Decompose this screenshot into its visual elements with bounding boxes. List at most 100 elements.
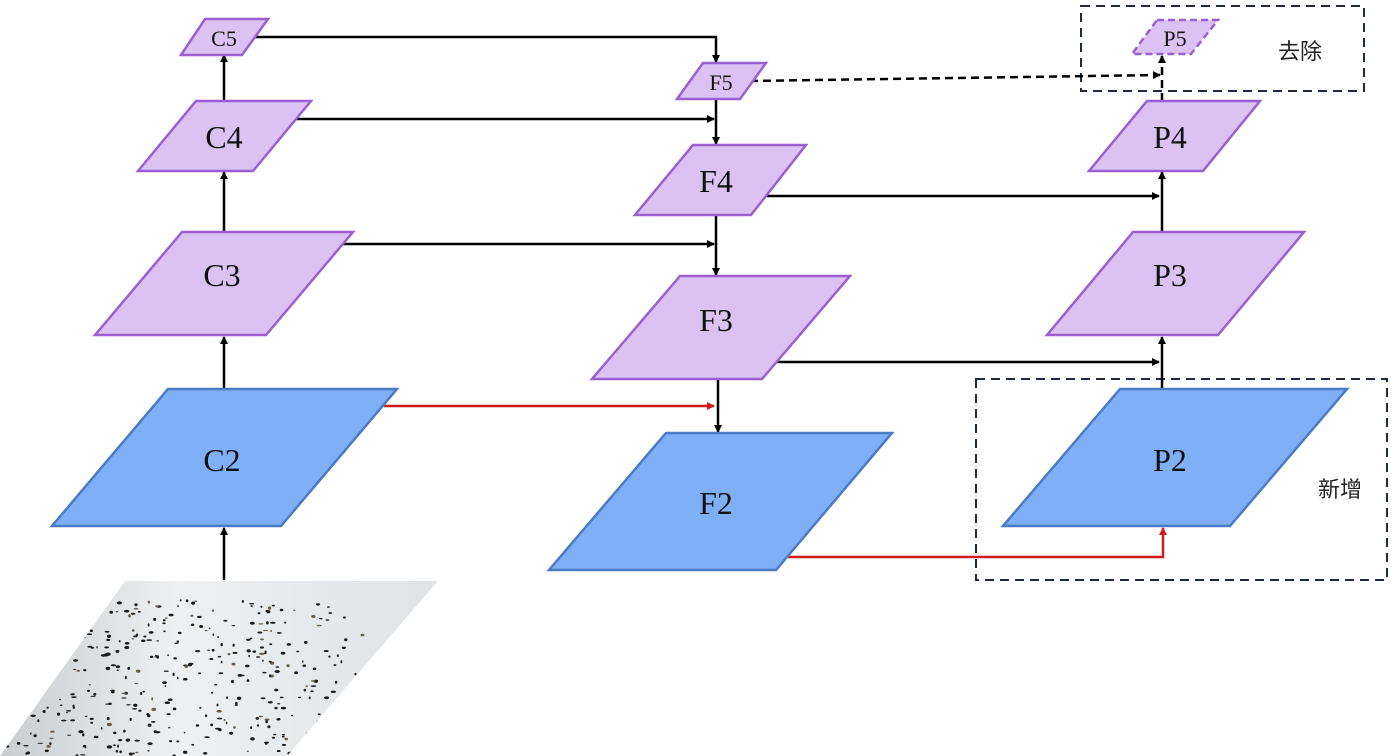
- insect-speck: [324, 743, 327, 747]
- insect-speck: [190, 614, 194, 617]
- insect-speck: [303, 688, 306, 692]
- insect-speck: [61, 719, 67, 722]
- insect-speck: [198, 672, 202, 675]
- insect-speck: [90, 721, 94, 724]
- insect-speck: [273, 733, 277, 736]
- insect-speck: [29, 732, 32, 735]
- insect-speck: [106, 716, 110, 721]
- insect-speck: [281, 735, 285, 738]
- insect-speck: [136, 633, 139, 637]
- insect-speck: [211, 648, 215, 652]
- insect-speck: [74, 616, 78, 618]
- insect-speck: [263, 652, 267, 655]
- insect-speck: [147, 723, 152, 727]
- insect-speck: [73, 633, 76, 637]
- insect-speck: [86, 622, 91, 624]
- insect-speck: [24, 644, 27, 647]
- insect-speck: [177, 631, 182, 635]
- insect-speck: [82, 733, 85, 737]
- insect-speck: [72, 637, 78, 640]
- insect-speck: [354, 672, 357, 676]
- insect-speck: [167, 698, 173, 701]
- insect-speck: [28, 646, 32, 648]
- insect-speck: [267, 701, 273, 704]
- insect-speck: [216, 709, 222, 713]
- insect-speck: [106, 745, 113, 749]
- insect-speck: [246, 750, 249, 753]
- insect-speck: [291, 714, 294, 717]
- insect-speck: [73, 668, 76, 671]
- insect-speck: [277, 703, 281, 705]
- insect-speck: [164, 617, 168, 619]
- insect-speck: [172, 754, 176, 756]
- insect-speck: [270, 629, 273, 633]
- insect-speck: [271, 604, 275, 607]
- insect-speck: [191, 743, 195, 746]
- insect-speck: [133, 607, 139, 610]
- insect-speck: [70, 693, 75, 696]
- insect-speck: [86, 633, 93, 635]
- insect-speck: [27, 634, 32, 638]
- insect-speck: [26, 751, 30, 755]
- node-f3-label: F3: [699, 302, 733, 338]
- insect-speck: [316, 624, 322, 627]
- insect-speck: [128, 614, 131, 618]
- insect-speck: [80, 636, 86, 639]
- arrow-c5-f5: [254, 35, 720, 63]
- insect-speck: [190, 623, 195, 627]
- insect-speck: [216, 703, 219, 707]
- insect-speck: [137, 610, 141, 613]
- insect-speck: [248, 654, 250, 658]
- insect-speck: [326, 606, 330, 608]
- insect-speck: [151, 707, 157, 712]
- insect-speck: [318, 617, 323, 620]
- insect-speck: [118, 739, 123, 742]
- insect-speck: [76, 669, 80, 672]
- added-label: 新增: [1318, 478, 1362, 503]
- insect-speck: [124, 642, 130, 645]
- insect-speck: [78, 730, 84, 734]
- insect-speck: [2, 637, 6, 641]
- insect-speck: [211, 609, 215, 612]
- insect-speck: [258, 715, 264, 718]
- insect-speck: [183, 750, 188, 754]
- insect-speck: [126, 704, 131, 706]
- insect-speck: [266, 610, 271, 614]
- insect-speck: [22, 694, 27, 696]
- insect-speck: [284, 621, 287, 624]
- insect-speck: [176, 740, 180, 743]
- insect-speck: [279, 608, 284, 612]
- insect-speck: [163, 630, 166, 633]
- insect-speck: [46, 706, 49, 709]
- insect-speck: [336, 654, 339, 657]
- insect-speck: [235, 701, 238, 706]
- insect-speck: [143, 635, 147, 638]
- insect-speck: [162, 622, 166, 625]
- insect-speck: [35, 657, 41, 660]
- insect-speck: [334, 680, 338, 684]
- insect-speck: [146, 639, 153, 641]
- insect-speck: [199, 707, 202, 709]
- insect-speck: [83, 669, 87, 672]
- insect-speck: [92, 602, 98, 605]
- insect-speck: [344, 638, 348, 642]
- insect-speck: [33, 621, 38, 624]
- insect-speck: [345, 745, 351, 749]
- insect-speck: [194, 650, 201, 653]
- insect-speck: [147, 750, 150, 752]
- insect-speck: [194, 600, 198, 602]
- added-region-box: [975, 378, 1388, 581]
- insect-speck: [276, 750, 281, 752]
- insect-speck: [115, 749, 119, 753]
- insect-speck: [135, 669, 141, 673]
- insect-speck: [183, 677, 188, 681]
- insect-speck: [315, 603, 321, 606]
- insect-speck: [234, 704, 238, 706]
- insect-speck: [37, 719, 40, 723]
- insect-speck: [100, 727, 103, 730]
- insect-speck: [310, 690, 314, 693]
- insect-speck: [232, 643, 235, 647]
- insect-speck: [176, 640, 179, 643]
- insect-speck: [127, 666, 130, 671]
- node-c3: C3: [92, 230, 356, 337]
